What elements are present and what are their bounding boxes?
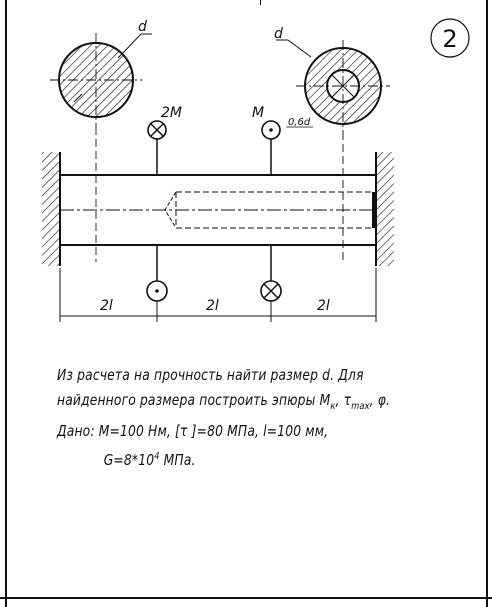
projection-lines xyxy=(95,127,344,262)
solid-cross-section: d xyxy=(50,19,152,127)
torque-M-label: M xyxy=(252,105,264,121)
task-number-circle xyxy=(430,18,470,58)
hollow-cross-section: d xyxy=(274,26,390,132)
torque-2M-label: 2M xyxy=(161,105,182,121)
frame-right-border xyxy=(486,0,488,607)
frame-left-border xyxy=(5,0,7,607)
diameter-label-left: d xyxy=(138,19,147,35)
span-label-3: 2l xyxy=(317,298,330,314)
task-line-1: Из расчета на прочность найти размер d. … xyxy=(57,366,364,384)
task-statement: Из расчета на прочность найти размер d. … xyxy=(57,363,401,473)
task-line-3: Дано: M=100 Нм, [τ ]=80 МПа, l=100 мм, xyxy=(57,422,329,440)
span-label-2: 2l xyxy=(206,298,219,314)
task-number: 2 xyxy=(442,25,457,53)
frame-top-tick xyxy=(260,0,261,5)
hole-ratio-label: 0,6d xyxy=(288,117,311,128)
reaction-cross-symbol xyxy=(260,245,282,302)
span-label-1: 2l xyxy=(100,298,113,314)
dimension-lines xyxy=(59,268,377,322)
torque-2M-symbol: 2M xyxy=(147,105,182,175)
right-fixed-support xyxy=(375,152,394,266)
shaft-bore xyxy=(164,191,372,229)
reaction-dot-symbol xyxy=(146,245,168,302)
task-line-2: найденного размера построить эпюры Mк, τ… xyxy=(57,391,391,412)
frame-bottom-border xyxy=(0,597,492,599)
diameter-label-right: d xyxy=(274,26,283,42)
task-line-4: G=8*104 МПа. xyxy=(103,451,196,469)
torque-M-symbol: M xyxy=(252,105,281,175)
left-fixed-support xyxy=(42,152,61,266)
shaft-body xyxy=(60,174,377,246)
